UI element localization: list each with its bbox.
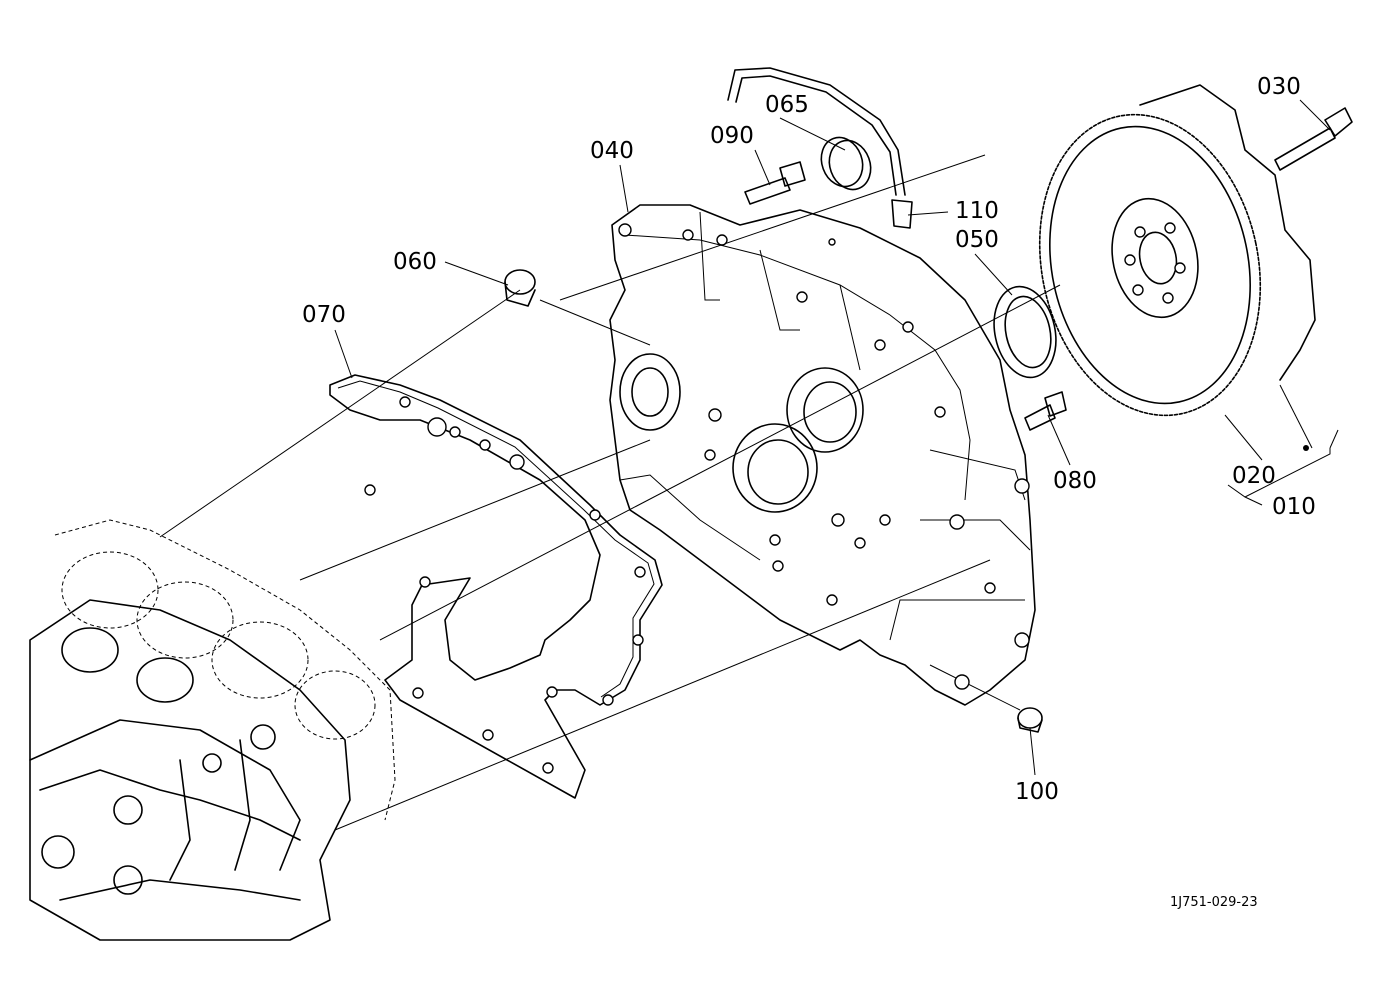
callout-070: 070 [302,302,346,328]
leader-lines [334,99,1339,776]
drawing-number: 1J751-029-23 [1170,895,1258,910]
callout-100: 100 [1015,779,1059,805]
engine-block [29,519,396,941]
gear-case-part-040 [609,204,1036,706]
bolt-part-030 [1274,107,1353,171]
callout-090: 090 [710,123,754,149]
callout-060: 060 [393,249,437,275]
callout-040: 040 [590,138,634,164]
flywheel-part-020 [1038,84,1316,451]
gasket-part-070 [329,374,663,799]
callout-050: 050 [955,227,999,253]
bolt-part-090 [744,161,806,205]
callout-020: 020 [1232,463,1276,489]
callout-080: 080 [1053,468,1097,494]
plug-part-060 [504,269,536,307]
callout-110: 110 [955,198,999,224]
callout-030: 030 [1257,74,1301,100]
oil-seal-part-050 [993,285,1057,379]
callout-065: 065 [765,92,809,118]
callout-labels: 030 065 090 040 110 050 060 070 020 080 … [302,74,1316,910]
breather-hose-part-110 [727,67,913,229]
assembly-centerlines [159,154,1061,831]
callout-010: 010 [1272,494,1316,520]
seal-part-065 [820,136,872,191]
bolt-part-080 [1024,391,1067,431]
